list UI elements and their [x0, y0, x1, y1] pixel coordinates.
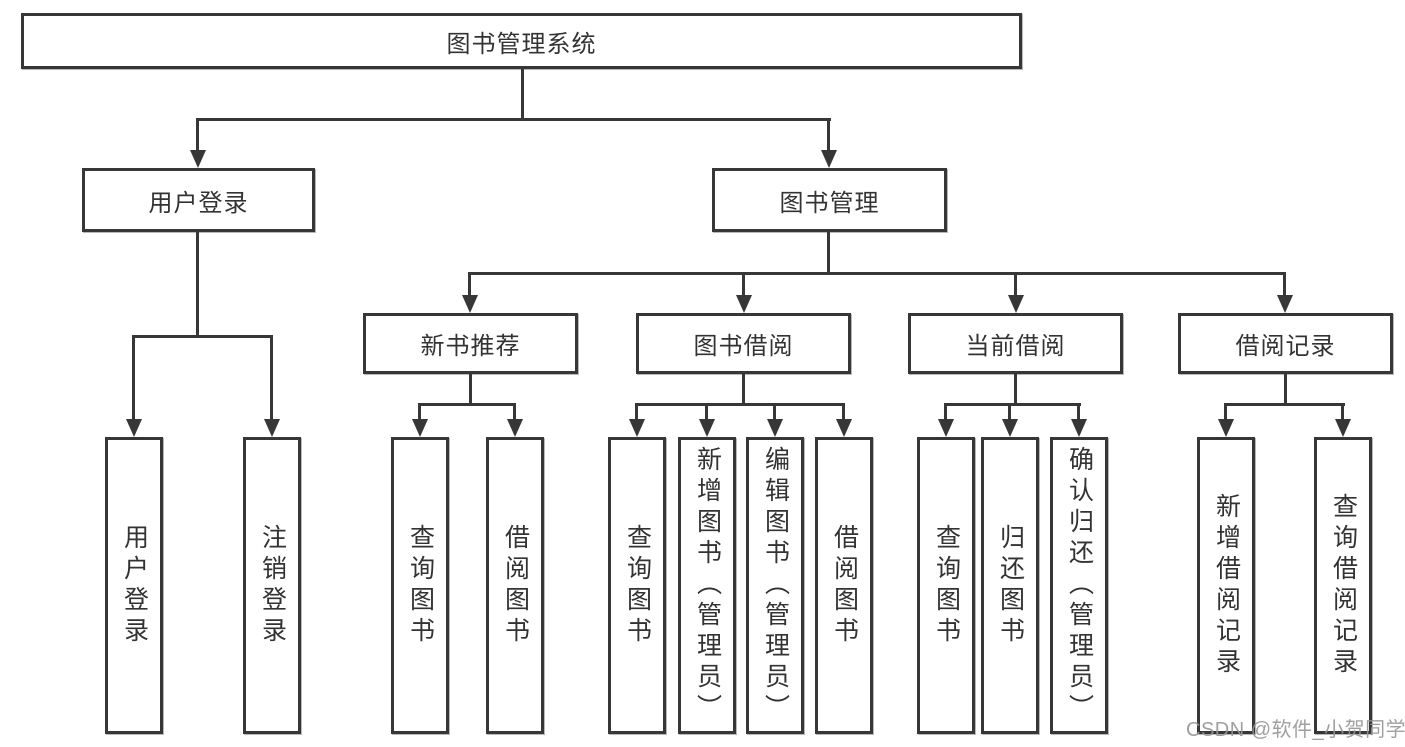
- connector-line: [742, 374, 745, 403]
- connector-line: [132, 335, 135, 421]
- connector-line: [1008, 403, 1011, 421]
- leaf-query-books-current: 查询图书: [917, 437, 975, 734]
- connector-line: [1284, 374, 1287, 403]
- connector-arrow: [1008, 295, 1024, 313]
- leaf-query-books-borrow: 查询图书: [608, 437, 666, 734]
- connector-line: [635, 403, 638, 421]
- connector-line: [705, 403, 708, 421]
- leaf-borrow-books-borrow: 借阅图书: [815, 437, 873, 734]
- connector-line: [1283, 272, 1286, 297]
- connector-arrow: [126, 419, 142, 437]
- connector-arrow: [412, 419, 428, 437]
- leaf-label: 确认归还（管理员）: [1065, 446, 1094, 725]
- connector-line: [773, 403, 776, 421]
- connector-line: [418, 403, 516, 406]
- leaf-borrow-books-recommend: 借阅图书: [486, 437, 544, 734]
- connector-line: [513, 403, 516, 421]
- connector-line: [521, 69, 524, 118]
- connector-arrow: [629, 419, 645, 437]
- connector-arrow: [821, 150, 837, 168]
- node-book-management: 图书管理: [712, 168, 947, 232]
- leaf-return-books: 归还图书: [981, 437, 1039, 734]
- leaf-confirm-return-admin: 确认归还（管理员）: [1050, 437, 1108, 734]
- connector-line: [1014, 272, 1017, 297]
- connector-arrow: [507, 419, 523, 437]
- leaf-label: 查询借阅记录: [1329, 492, 1358, 679]
- connector-line: [1014, 374, 1017, 403]
- leaf-label: 归还图书: [996, 523, 1025, 648]
- leaf-user-login: 用户登录: [105, 437, 163, 734]
- leaf-label: 查询图书: [932, 523, 961, 648]
- node-current-borrow: 当前借阅: [908, 313, 1123, 374]
- connector-line: [469, 374, 472, 403]
- connector-arrow: [938, 419, 954, 437]
- connector-arrow: [1071, 419, 1087, 437]
- connector-line: [827, 118, 830, 152]
- connector-line: [468, 272, 1286, 275]
- connector-arrow: [836, 419, 852, 437]
- leaf-label: 用户登录: [120, 523, 149, 648]
- connector-line: [468, 272, 471, 297]
- leaf-label: 查询图书: [406, 523, 435, 648]
- connector-line: [196, 232, 199, 335]
- connector-line: [1224, 403, 1345, 406]
- connector-arrow: [462, 295, 478, 313]
- connector-line: [132, 335, 273, 338]
- leaf-label: 编辑图书（管理员）: [761, 446, 790, 725]
- connector-arrow: [264, 419, 280, 437]
- leaf-query-books-recommend: 查询图书: [391, 437, 449, 734]
- leaf-logout: 注销登录: [243, 437, 301, 734]
- leaf-label: 新增借阅记录: [1212, 492, 1241, 679]
- connector-line: [635, 403, 845, 406]
- node-user-login: 用户登录: [82, 168, 315, 232]
- connector-line: [270, 335, 273, 421]
- connector-arrow: [1335, 419, 1351, 437]
- connector-line: [742, 272, 745, 297]
- node-borrow-records: 借阅记录: [1178, 313, 1393, 374]
- leaf-add-borrow-record: 新增借阅记录: [1197, 437, 1255, 734]
- leaf-query-borrow-record: 查询借阅记录: [1314, 437, 1372, 734]
- connector-line: [1341, 403, 1344, 421]
- connector-line: [1224, 403, 1227, 421]
- connector-arrow: [736, 295, 752, 313]
- leaf-label: 新增图书（管理员）: [693, 446, 722, 725]
- connector-line: [196, 118, 199, 152]
- connector-line: [827, 232, 830, 272]
- leaf-label: 借阅图书: [501, 523, 530, 648]
- connector-line: [944, 403, 947, 421]
- csdn-watermark: CSDN @软件_小贺同学: [1186, 719, 1405, 741]
- connector-line: [196, 118, 831, 121]
- connector-line: [1077, 403, 1080, 421]
- connector-line: [944, 403, 1081, 406]
- connector-arrow: [1277, 295, 1293, 313]
- connector-line: [418, 403, 421, 421]
- connector-arrow: [1218, 419, 1234, 437]
- node-book-borrow: 图书借阅: [636, 313, 851, 374]
- connector-line: [842, 403, 845, 421]
- connector-arrow: [1002, 419, 1018, 437]
- leaf-edit-book-admin: 编辑图书（管理员）: [746, 437, 804, 734]
- leaf-label: 注销登录: [258, 523, 287, 648]
- connector-arrow: [699, 419, 715, 437]
- connector-arrow: [190, 150, 206, 168]
- leaf-label: 查询图书: [623, 523, 652, 648]
- connector-arrow: [767, 419, 783, 437]
- leaf-add-book-admin: 新增图书（管理员）: [678, 437, 736, 734]
- leaf-label: 借阅图书: [830, 523, 859, 648]
- node-root: 图书管理系统: [21, 13, 1022, 69]
- node-new-book-recommend: 新书推荐: [363, 313, 578, 374]
